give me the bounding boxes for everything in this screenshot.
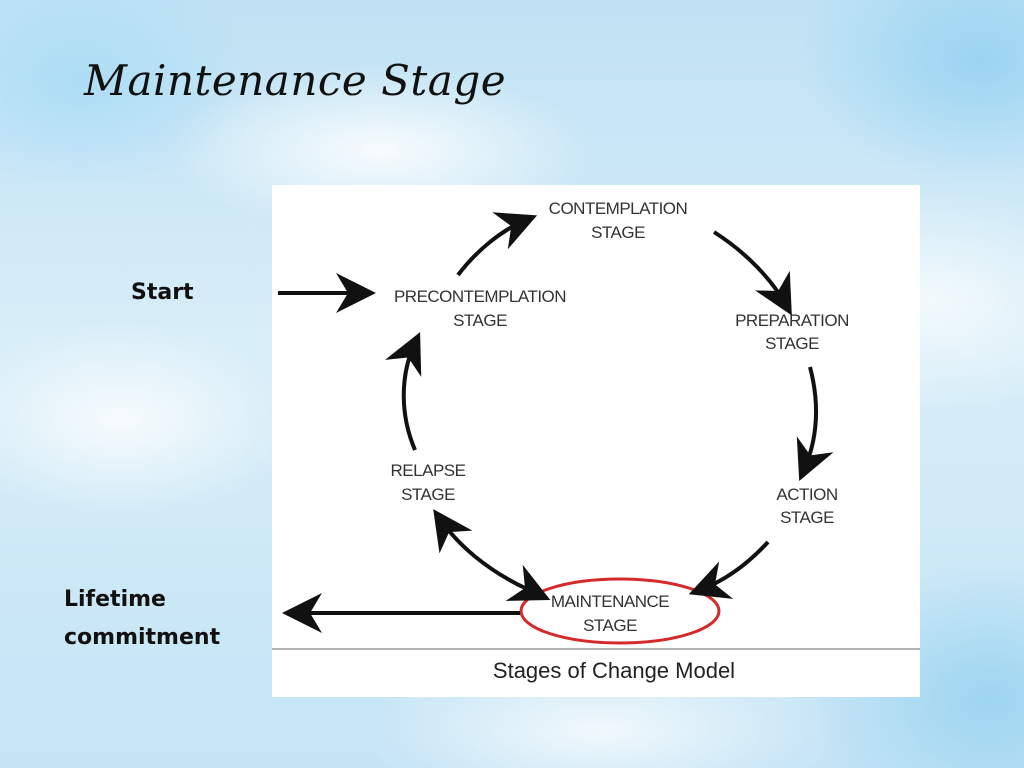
- stage-sublabel: STAGE: [583, 616, 637, 635]
- arrow-action-to-maintenance: [688, 540, 770, 599]
- stage-action: ACTION STAGE: [776, 485, 838, 527]
- lifetime-label-line1: Lifetime: [64, 587, 166, 612]
- diagram-caption: Stages of Change Model: [493, 658, 735, 683]
- stage-preparation: PREPARATION STAGE: [735, 311, 849, 353]
- arrow-maintenance-relapse-bidirectional: [433, 509, 551, 601]
- arrow-precontemplation-to-contemplation: [456, 212, 538, 277]
- stage-precontemplation: PRECONTEMPLATION STAGE: [394, 287, 567, 330]
- stage-sublabel: STAGE: [453, 311, 507, 330]
- stage-maintenance: MAINTENANCE STAGE: [551, 592, 670, 635]
- stage-label: PREPARATION: [735, 311, 849, 330]
- stage-label: PRECONTEMPLATION: [394, 287, 566, 306]
- lifetime-label-line2: commitment: [64, 625, 221, 650]
- stage-sublabel: STAGE: [591, 223, 645, 242]
- arrow-contemplation-to-preparation: [712, 230, 792, 316]
- maintenance-highlight-ellipse: [519, 577, 721, 645]
- stage-label: MAINTENANCE: [551, 592, 669, 611]
- start-label: Start: [131, 280, 194, 305]
- stage-sublabel: STAGE: [780, 508, 834, 527]
- arrow-preparation-to-action: [796, 366, 834, 482]
- stage-label: ACTION: [776, 485, 837, 504]
- arrow-relapse-to-precontemplation: [385, 332, 422, 451]
- stage-label: RELAPSE: [391, 461, 466, 480]
- cycle-diagram-svg: CONTEMPLATION STAGE PREPARATION STAGE AC…: [272, 199, 920, 683]
- stage-label: CONTEMPLATION: [549, 199, 688, 218]
- stage-sublabel: STAGE: [401, 485, 455, 504]
- stage-sublabel: STAGE: [765, 334, 819, 353]
- stages-of-change-diagram: CONTEMPLATION STAGE PREPARATION STAGE AC…: [272, 185, 920, 697]
- stage-contemplation: CONTEMPLATION STAGE: [549, 199, 688, 242]
- stage-relapse: RELAPSE STAGE: [391, 461, 467, 504]
- lifetime-commitment-label: Lifetime commitment: [64, 581, 264, 657]
- slide-title: Maintenance Stage: [84, 56, 507, 105]
